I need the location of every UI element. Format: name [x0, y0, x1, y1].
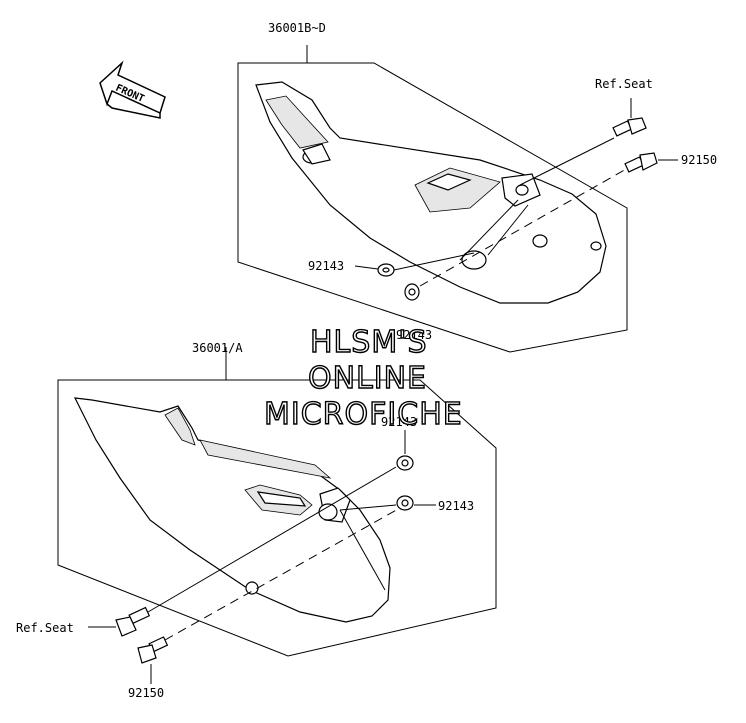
washer-top-left — [377, 263, 395, 277]
bottom-side-cover — [73, 397, 391, 623]
bolt-92150-top-label: 92150 — [681, 153, 717, 167]
ref-seat-top-label: Ref.Seat — [595, 77, 653, 91]
front-arrow-icon: FRONT — [99, 60, 166, 119]
bolt-92150-top — [624, 152, 658, 173]
watermark-line-1: HLSM'S — [310, 325, 428, 360]
washer-bottom-top-label: 92143 — [381, 415, 417, 429]
watermark-line-3: MICROFICHE — [264, 397, 463, 432]
bolt-92150-bottom — [137, 636, 169, 664]
washer-bottom-right — [396, 495, 414, 511]
washer-bottom-right-label: 92143 — [438, 499, 474, 513]
top-side-cover — [255, 81, 607, 304]
top-assembly-label: 36001B~D — [268, 21, 326, 35]
washer-top-center-label: 92143 — [396, 328, 432, 342]
washer-top-center — [404, 283, 420, 301]
watermark-line-2: ONLINE — [308, 361, 427, 396]
ref-seat-bolt-top — [612, 117, 647, 137]
bolt-92150-bottom-label: 92150 — [128, 686, 164, 700]
washer-top-left-label: 92143 — [308, 259, 344, 273]
washer-bottom-top — [396, 455, 414, 471]
ref-seat-bottom-label: Ref.Seat — [16, 621, 74, 635]
top-assembly-outline — [237, 45, 628, 353]
ref-seat-bolt-bottom — [115, 606, 151, 637]
bottom-assembly-label: 36001/A — [192, 341, 243, 355]
bottom-assembly-outline — [57, 347, 497, 657]
watermark: HLSM'S ONLINE MICROFICHE — [263, 324, 463, 432]
